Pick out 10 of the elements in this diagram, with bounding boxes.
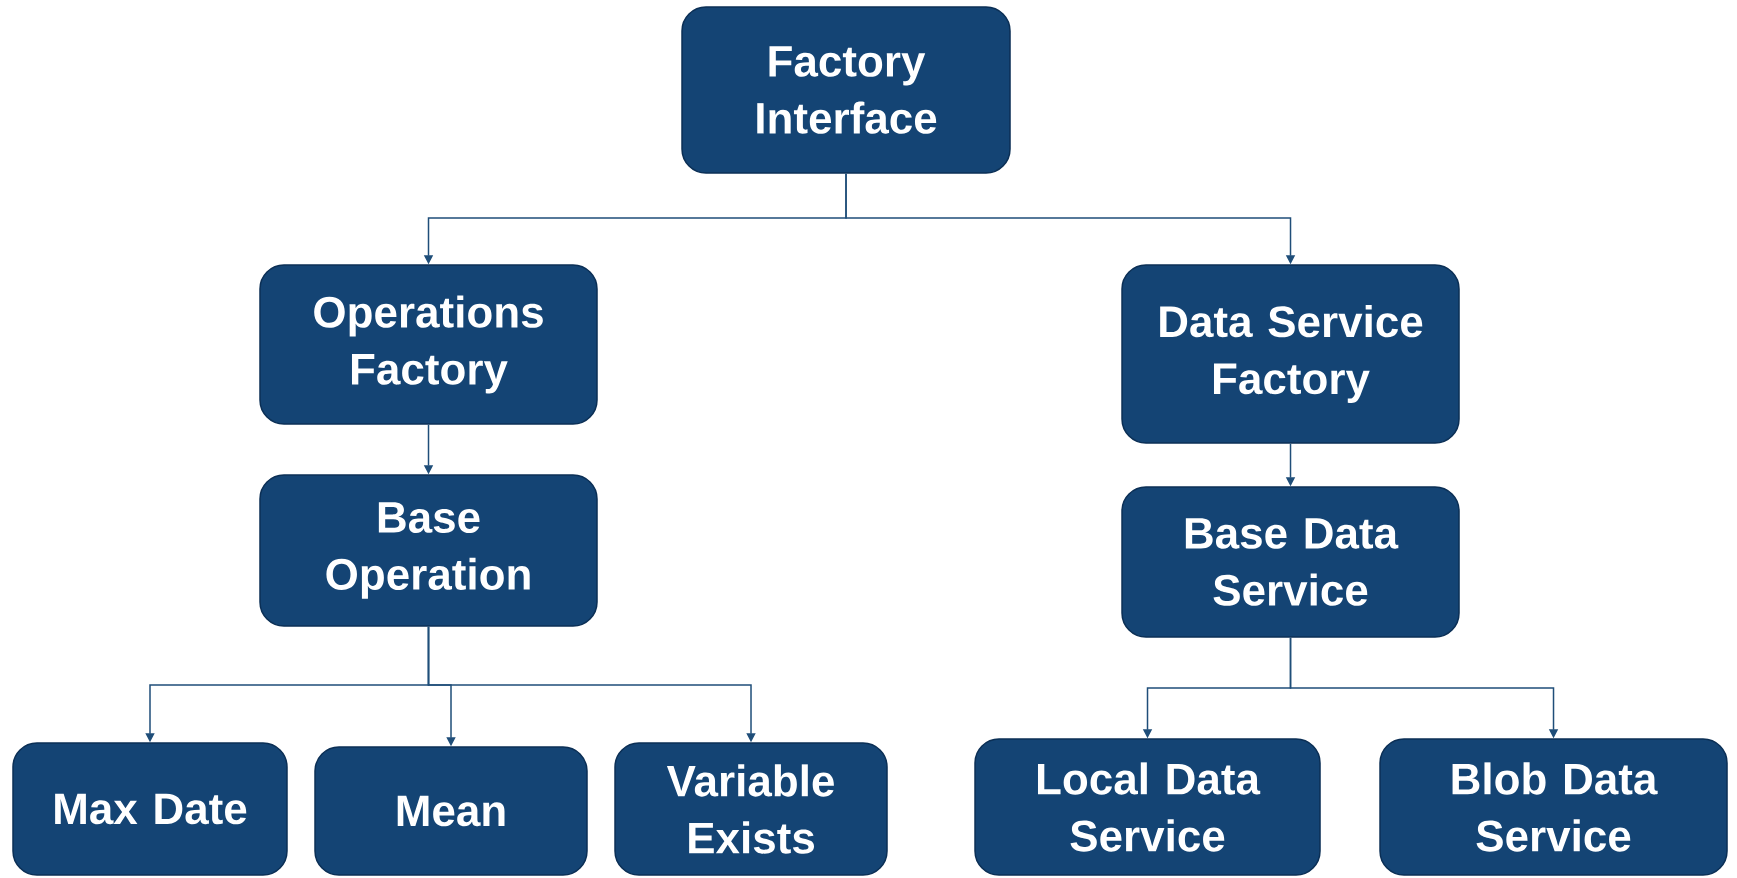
- process-box: Base Operation: [259, 474, 598, 627]
- process-box: Mean: [314, 746, 588, 876]
- process-box: Data Service Factory: [1121, 264, 1460, 444]
- process-box: Base Data Service: [1121, 486, 1460, 638]
- process-box: Operations Factory: [259, 264, 598, 425]
- process-box: Max Date: [12, 742, 288, 876]
- process-box: Blob Data Service: [1379, 738, 1728, 876]
- process-box: Variable Exists: [614, 742, 888, 876]
- process-box: Factory Interface: [681, 6, 1011, 174]
- process-box: Local Data Service: [974, 738, 1321, 876]
